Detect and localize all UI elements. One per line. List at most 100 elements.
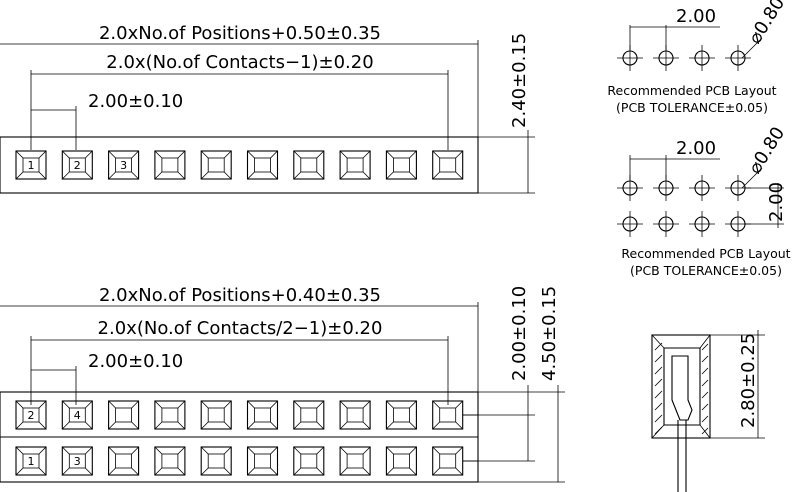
pin-number: 1 (28, 159, 35, 172)
contact-inner (161, 407, 179, 423)
contact-outer (385, 150, 417, 180)
contact-outer (108, 400, 140, 430)
pcb-single-caption-1: Recommended PCB Layout (607, 83, 776, 98)
contact-outer (61, 446, 93, 476)
contact-bevel (108, 150, 139, 180)
contact-cell (385, 150, 417, 180)
pcb-hole (725, 45, 751, 71)
contact-outer (293, 150, 325, 180)
contact-bevel (15, 446, 47, 476)
side-view-contact-tail (677, 420, 687, 492)
contact-bevel (247, 446, 278, 476)
side-view-hatching (654, 342, 709, 435)
pin-number: 4 (74, 409, 81, 422)
side-view: 2.80±0.25 (651, 330, 765, 492)
contact-outer (293, 400, 325, 430)
single-pitch-dim-text: 2.00±0.10 (88, 91, 183, 112)
contact-inner (68, 407, 86, 423)
contact-inner (68, 157, 86, 173)
contact-inner (392, 453, 410, 469)
double-overall-dim-text: 2.0xNo.of Positions+0.40±0.35 (99, 285, 381, 306)
contact-cell: 2 (61, 150, 93, 180)
contact-cell (432, 400, 464, 430)
side-height-dim-text: 2.80±0.25 (738, 333, 759, 428)
contact-bevel (62, 446, 93, 476)
contact-bevel (386, 446, 417, 476)
double-pitch-dim-text: 2.00±0.10 (88, 351, 183, 372)
pcb-double-hole-leader (741, 167, 763, 189)
contact-cell (432, 150, 464, 180)
contact-outer (200, 446, 232, 476)
contact-cell: 3 (61, 446, 93, 476)
contact-inner (439, 157, 457, 173)
pcb-single-holes (617, 45, 751, 71)
contact-inner (207, 157, 225, 173)
double-height-dim-text: 4.50±0.15 (539, 286, 560, 381)
contact-bevel (339, 400, 371, 430)
contact-outer (339, 446, 371, 476)
pcb-hole (689, 175, 715, 201)
contact-outer (432, 446, 464, 476)
contact-inner (115, 157, 132, 173)
pcb-double-hole-text: ⌀0.80 (744, 123, 789, 177)
single-height-dim-text: 2.40±0.15 (509, 33, 530, 128)
contact-cell (200, 150, 232, 180)
contact-outer (200, 400, 232, 430)
pcb-hole (689, 45, 715, 71)
contact-outer (15, 150, 47, 180)
contact-cell: 4 (61, 400, 93, 430)
contact-bevel (15, 400, 47, 430)
contact-cell (385, 400, 417, 430)
contact-bevel (108, 400, 139, 430)
contact-inner (68, 453, 86, 469)
pin-number: 3 (74, 455, 81, 468)
contact-outer (108, 150, 140, 180)
contact-outer (246, 400, 279, 430)
side-view-chamfers (651, 334, 711, 439)
contact-bevel (293, 150, 325, 180)
contact-inner (300, 157, 318, 173)
pcb-single-caption-2: (PCB TOLERANCE±0.05) (616, 100, 768, 115)
contact-inner (392, 407, 410, 423)
contact-outer (61, 150, 93, 180)
contact-cell (432, 446, 464, 476)
side-view-housing (651, 334, 711, 439)
pcb-single-hole-text: ⌀0.80 (744, 0, 789, 48)
contact-cell (246, 150, 279, 180)
contact-cell (339, 400, 371, 430)
pcb-layout-double: 2.00 ⌀0.80 2.00 Recommended PCB Layout (… (617, 123, 791, 278)
pcb-hole (653, 211, 679, 237)
contact-outer (15, 446, 47, 476)
contact-cell (154, 150, 186, 180)
contact-inner (392, 157, 410, 173)
contact-bevel (386, 400, 417, 430)
contact-cell (108, 400, 140, 430)
contact-bevel (432, 446, 463, 476)
side-view-contact-spring (671, 355, 693, 421)
pcb-single-hole-leader (741, 37, 763, 59)
contact-bevel (200, 150, 232, 180)
pcb-double-caption-2: (PCB TOLERANCE±0.05) (630, 263, 782, 278)
contact-inner (346, 157, 364, 173)
contact-outer (339, 150, 371, 180)
contact-outer (246, 446, 279, 476)
contact-cell (293, 446, 325, 476)
contact-inner (207, 453, 225, 469)
contact-inner (254, 157, 271, 173)
pcb-double-holes (617, 175, 751, 237)
contact-inner (161, 453, 179, 469)
contact-cell (154, 446, 186, 476)
contact-inner (439, 453, 457, 469)
contact-cell (339, 150, 371, 180)
contact-bevel (154, 400, 186, 430)
contact-cell: 3 (108, 150, 140, 180)
contact-inner (22, 157, 40, 173)
pcb-double-caption-1: Recommended PCB Layout (621, 246, 790, 261)
double-rowpitch-dim-text: 2.00±0.10 (509, 286, 530, 381)
contact-bevel (293, 400, 325, 430)
contact-inner (439, 407, 457, 423)
contact-cell (246, 446, 279, 476)
